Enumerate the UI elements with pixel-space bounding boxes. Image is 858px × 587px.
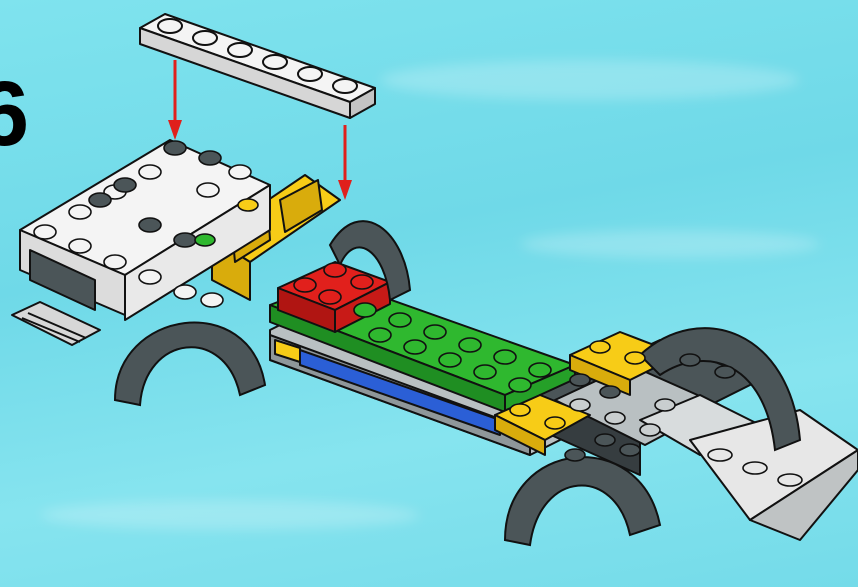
- new-part-white-plate: [139, 13, 376, 119]
- placement-arrow-right: [338, 125, 352, 200]
- rear-left-arch: [503, 456, 662, 547]
- front-left-arch: [113, 321, 267, 407]
- background-streak: [520, 230, 820, 258]
- front-right-arch: [328, 220, 412, 302]
- placement-arrows: [168, 60, 352, 200]
- tow-bar: [689, 409, 858, 521]
- step-number: 6: [0, 63, 30, 165]
- background-streak: [380, 60, 800, 100]
- placement-arrow-left: [168, 60, 182, 140]
- studs: [33, 140, 803, 487]
- background-streak: [40, 500, 420, 530]
